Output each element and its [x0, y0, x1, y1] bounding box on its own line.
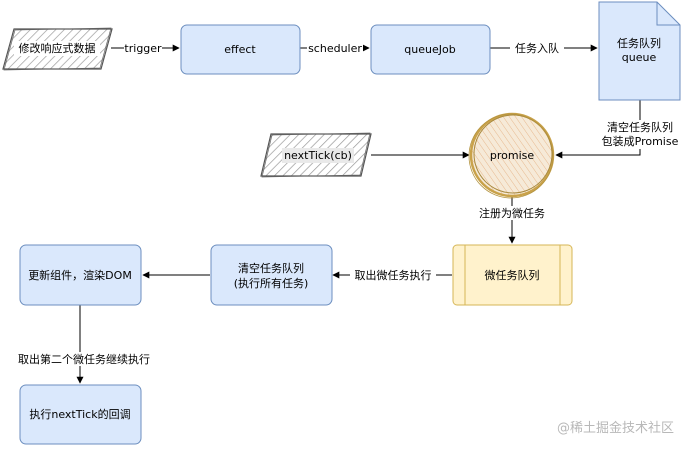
- node-update-render: 更新组件，渲染DOM: [19, 244, 142, 306]
- edge-scheduler: scheduler: [300, 41, 370, 55]
- edge-label-take-exec: 取出微任务执行: [355, 268, 432, 282]
- edge-trigger: trigger: [111, 41, 180, 55]
- node-exec-next-tick: 执行nextTick的回调: [19, 384, 142, 445]
- watermark: @稀土掘金技术社区: [557, 420, 674, 436]
- node-promise: promise: [468, 112, 555, 199]
- edge-label-wrap-2: 包装成Promise: [602, 135, 679, 148]
- edge-label-take-second: 取出第二个微任务继续执行: [18, 352, 150, 366]
- node-label-promise: promise: [490, 149, 534, 162]
- node-label-effect: effect: [224, 43, 256, 56]
- edge-label-scheduler: scheduler: [308, 42, 362, 55]
- edge-label-trigger: trigger: [124, 42, 162, 55]
- node-label-next-tick: nextTick(cb): [284, 149, 352, 162]
- edge-take-exec: 取出微任务执行: [332, 268, 452, 282]
- node-modify-data: 修改响应式数据: [2, 27, 113, 71]
- edge-take-second: 取出第二个微任务继续执行: [8, 305, 160, 384]
- edge-label-wrap-1: 清空任务队列: [607, 120, 673, 134]
- node-clear-run-all: 清空任务队列 (执行所有任务): [210, 244, 333, 306]
- edge-wrap-promise: 清空任务队列 包装成Promise: [555, 100, 683, 159]
- node-effect: effect: [180, 24, 301, 75]
- edge-register-micro: 注册为微任务: [475, 197, 549, 244]
- edge-label-enqueue: 任务入队: [515, 41, 559, 55]
- node-micro-task-queue: 微任务队列: [452, 244, 573, 306]
- node-queue-job: queueJob: [370, 24, 491, 75]
- edge-label-register: 注册为微任务: [479, 206, 545, 220]
- node-label-clear-2: (执行所有任务): [234, 276, 309, 290]
- node-task-queue-doc: 任务队列 queue: [598, 1, 681, 101]
- node-label-doc-1: 任务队列: [617, 36, 661, 50]
- node-next-tick-cb: nextTick(cb): [260, 132, 372, 178]
- node-label-modify-data: 修改响应式数据: [19, 41, 96, 55]
- node-label-doc-2: queue: [622, 51, 657, 64]
- node-label-clear-1: 清空任务队列: [238, 261, 304, 275]
- node-label-update-render: 更新组件，渲染DOM: [28, 268, 132, 282]
- node-label-micro-queue: 微任务队列: [485, 268, 540, 282]
- edge-enqueue: 任务入队: [490, 41, 598, 55]
- node-label-queue-job: queueJob: [404, 43, 455, 56]
- node-label-exec-next-tick: 执行nextTick的回调: [29, 407, 130, 421]
